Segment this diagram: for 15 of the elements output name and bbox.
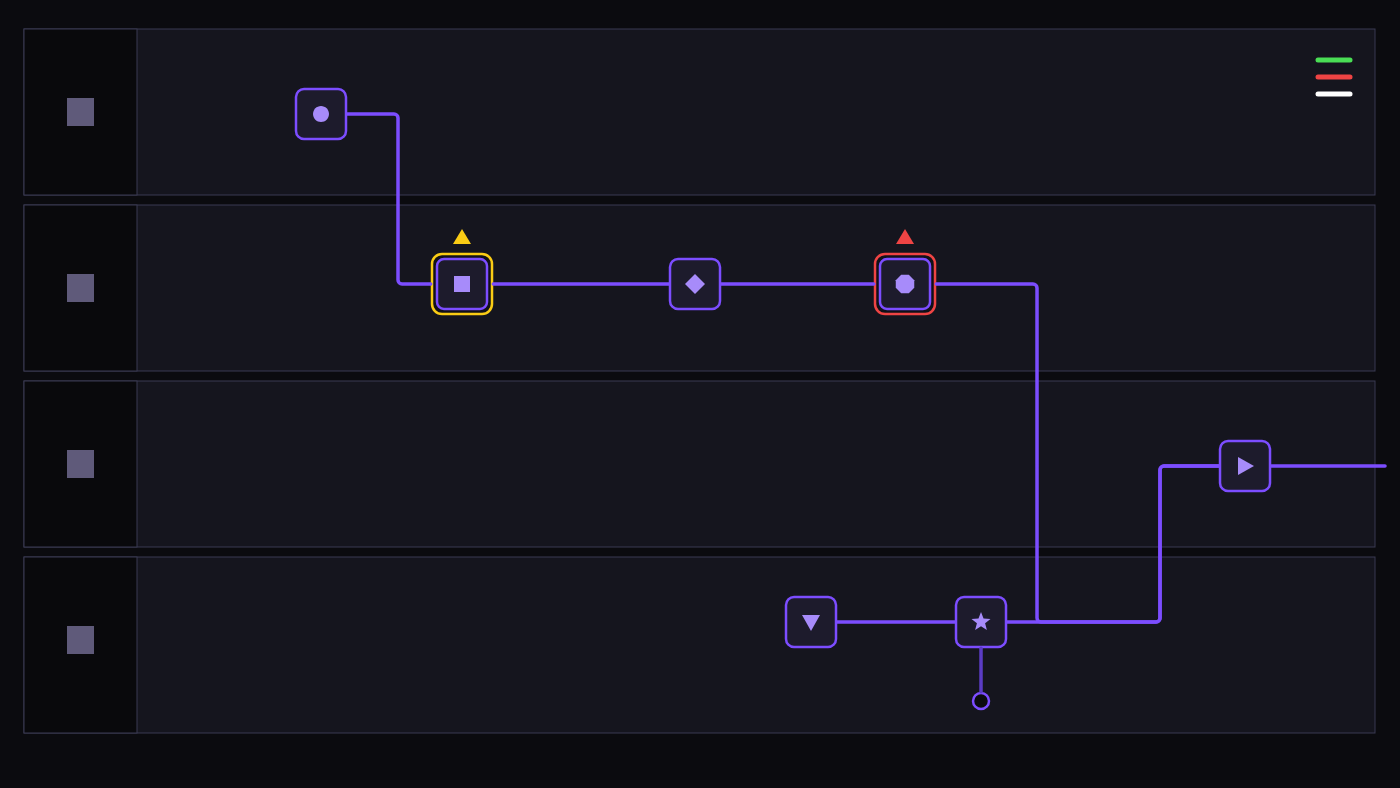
end-circle xyxy=(971,691,991,711)
connector xyxy=(719,282,876,286)
step-box xyxy=(784,595,838,649)
step-box xyxy=(954,595,1008,649)
alert-step-box xyxy=(430,252,494,316)
connector xyxy=(345,112,433,286)
connector xyxy=(1269,464,1387,468)
connector xyxy=(491,282,671,286)
alert-step-box xyxy=(873,252,937,316)
connector xyxy=(835,620,957,624)
step-box xyxy=(668,257,722,311)
step-box xyxy=(294,87,348,141)
connector xyxy=(979,646,983,694)
connector xyxy=(1005,464,1221,624)
step-box xyxy=(1218,439,1272,493)
